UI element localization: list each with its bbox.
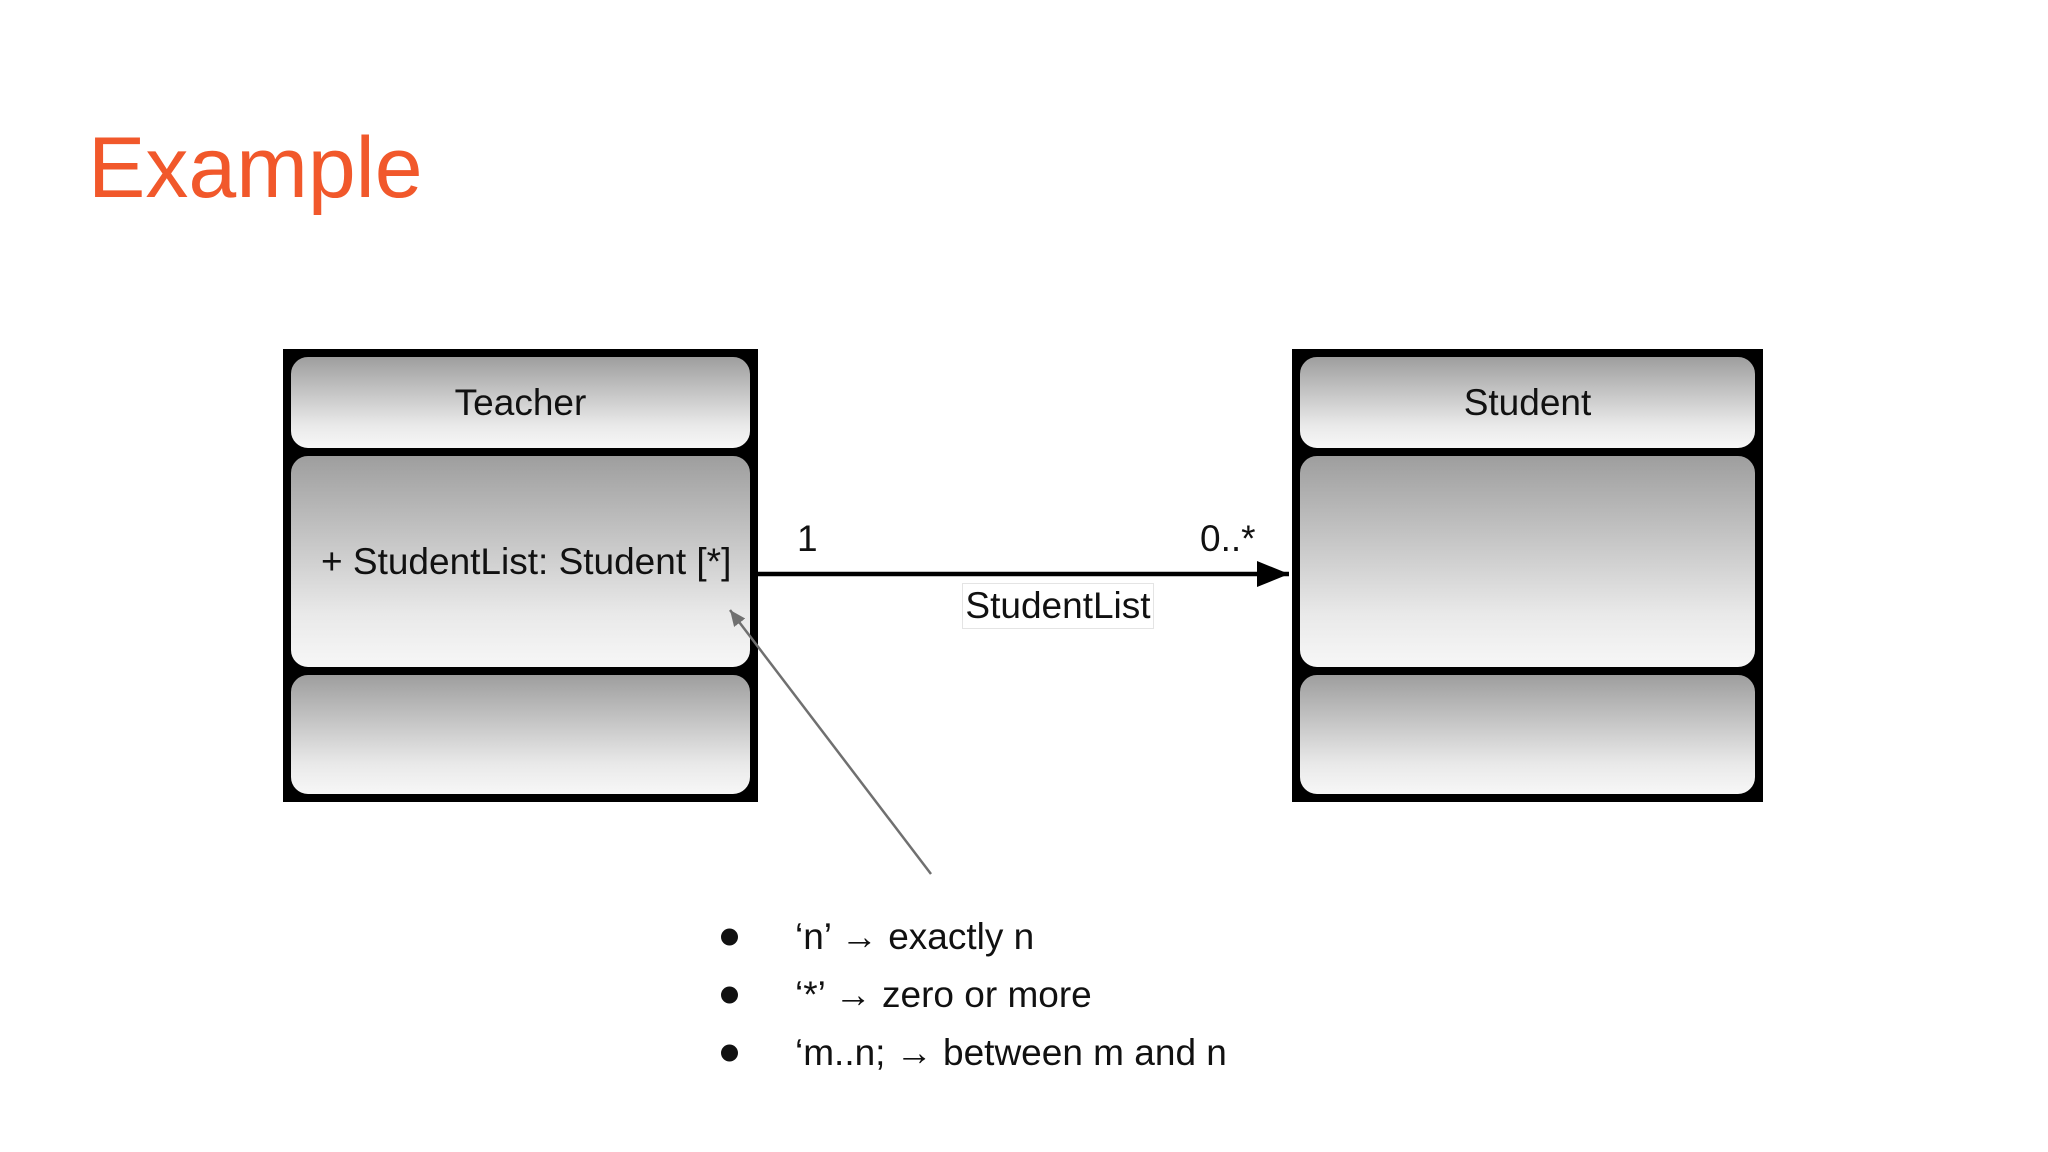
uml-class-teacher: Teacher + StudentList: Student [*]: [283, 349, 758, 802]
legend-item-text: ‘*’ → zero or more: [795, 974, 1092, 1015]
student-attributes-compartment: [1297, 453, 1758, 670]
slide-title: Example: [88, 120, 423, 216]
student-name-compartment: Student: [1297, 354, 1758, 451]
teacher-attributes-compartment: + StudentList: Student [*]: [288, 453, 753, 670]
legend-item-text: ‘n’ → exactly n: [795, 916, 1035, 957]
bullet-icon: [721, 1044, 738, 1062]
teacher-operations-compartment: [288, 672, 753, 797]
legend-item-text: ‘m..n; → between m and n: [795, 1032, 1227, 1073]
annotation-arrow: [729, 609, 932, 875]
teacher-name-compartment: Teacher: [288, 354, 753, 451]
uml-class-student: Student: [1292, 349, 1763, 802]
association-label: StudentList: [962, 583, 1154, 629]
legend-item: ‘*’ → zero or more: [713, 966, 1227, 1024]
student-class-name: Student: [1463, 381, 1592, 423]
teacher-attribute-text: + StudentList: Student [*]: [321, 540, 732, 582]
bullet-icon: [721, 928, 738, 946]
legend-item: ‘m..n; → between m and n: [713, 1024, 1227, 1082]
association-target-multiplicity: 0..*: [1200, 518, 1256, 559]
association-source-multiplicity: 1: [797, 518, 818, 559]
bullet-icon: [721, 986, 738, 1004]
multiplicity-legend: ‘n’ → exactly n ‘*’ → zero or more ‘m..n…: [713, 908, 1227, 1082]
student-operations-compartment: [1297, 672, 1758, 797]
teacher-class-name: Teacher: [454, 381, 587, 423]
legend-item: ‘n’ → exactly n: [713, 908, 1227, 966]
